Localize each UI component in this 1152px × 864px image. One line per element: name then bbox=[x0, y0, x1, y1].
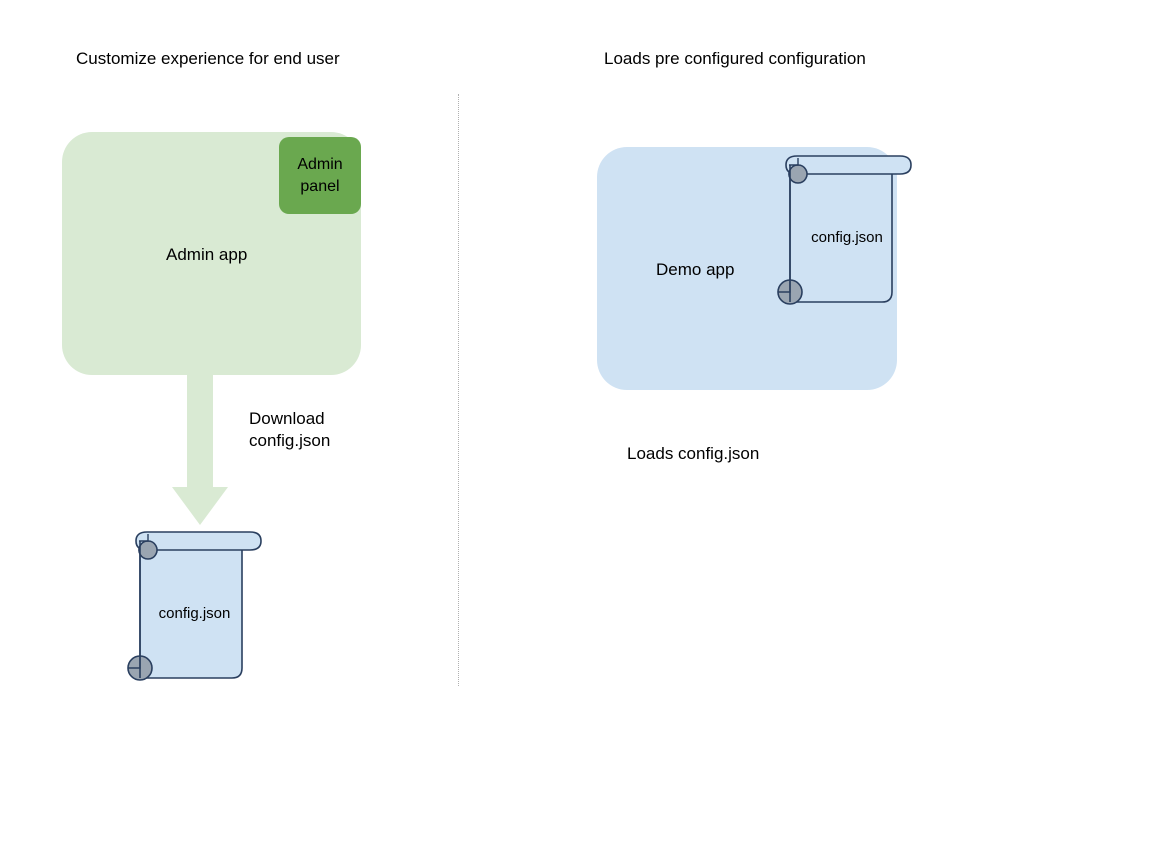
section-title-left: Customize experience for end user bbox=[76, 49, 340, 68]
download-arrow-label: Download config.json bbox=[249, 408, 330, 452]
section-title-right: Loads pre configured configuration bbox=[604, 49, 866, 68]
config-json-label-right: config.json bbox=[811, 229, 883, 246]
config-json-label-left: config.json bbox=[158, 605, 231, 622]
download-arrow-label-line2: config.json bbox=[249, 431, 331, 450]
admin-panel-label-group: Admin panel bbox=[297, 154, 342, 198]
download-arrow-label-line1: Download bbox=[249, 409, 325, 428]
config-json-document-right[interactable]: config.json bbox=[772, 152, 917, 314]
admin-panel-label-line2: panel bbox=[300, 177, 340, 195]
admin-panel-chip[interactable]: Admin panel bbox=[279, 137, 361, 214]
loads-config-caption: Loads config.json bbox=[627, 444, 760, 463]
download-arrow-icon bbox=[170, 372, 230, 527]
admin-panel-label-line1: Admin bbox=[297, 155, 343, 173]
demo-app-label: Demo app bbox=[656, 260, 735, 279]
admin-app-label: Admin app bbox=[166, 245, 248, 264]
config-json-document-left[interactable]: config.json bbox=[122, 528, 267, 690]
vertical-divider bbox=[458, 94, 459, 686]
